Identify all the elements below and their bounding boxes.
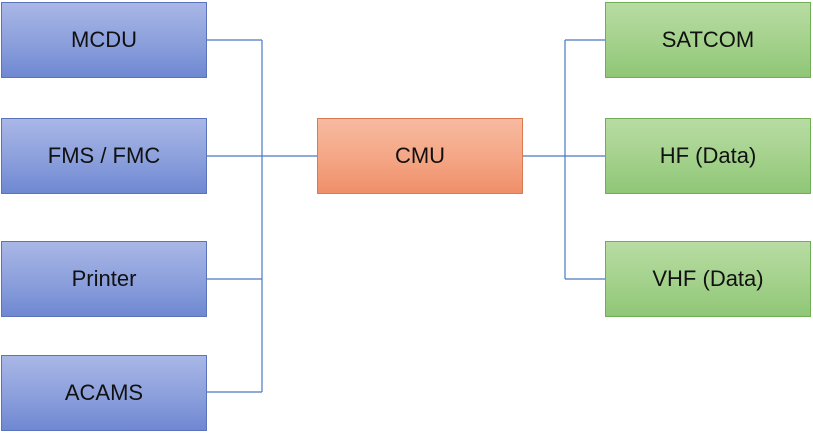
node-mcdu-label: MCDU [71,27,137,52]
node-cmu: CMU [317,118,523,194]
node-hf-data: HF (Data) [605,118,811,194]
node-fms-fmc: FMS / FMC [1,118,207,194]
node-printer-label: Printer [71,266,137,291]
node-vhf-data: VHF (Data) [605,241,811,317]
node-acams-label: ACAMS [64,380,144,405]
node-fms-fmc-label: FMS / FMC [47,143,161,168]
node-vhf-data-label: VHF (Data) [652,266,764,291]
node-printer: Printer [1,241,207,317]
node-satcom-label: SATCOM [661,27,755,52]
node-mcdu: MCDU [1,2,207,78]
node-cmu-label: CMU [394,143,446,168]
node-hf-data-label: HF (Data) [659,143,757,168]
node-satcom: SATCOM [605,2,811,78]
node-acams: ACAMS [1,355,207,431]
